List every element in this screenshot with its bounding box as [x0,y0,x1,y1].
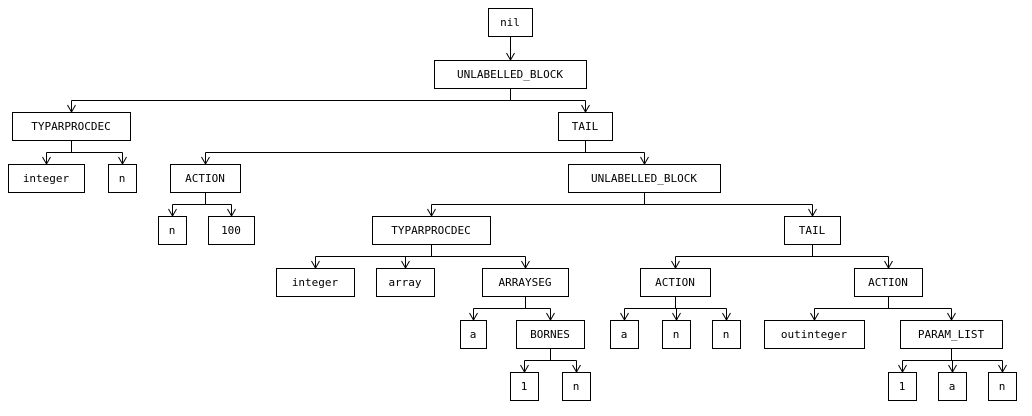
node-integer: integer [276,268,355,297]
node-label: 1 [521,380,528,393]
tree-edges [42,36,1007,374]
node-box [170,164,241,193]
node-box [764,320,865,349]
node-box [482,268,569,297]
node-box [510,372,539,401]
node-box [988,372,1017,401]
node-label: n [573,380,580,393]
node-box [372,216,491,245]
node-label: integer [292,276,339,289]
node-label: a [621,328,628,341]
node-label: n [673,328,680,341]
node-box [640,268,711,297]
node-integer: integer [8,164,85,193]
node-n: n [562,372,591,401]
node-box [888,372,917,401]
node-box [900,320,1003,349]
node-box [784,216,841,245]
node-100: 100 [208,216,255,245]
node-typarprocdec: TYPARPROCDEC [12,112,131,141]
node-box [376,268,435,297]
node-box [558,112,613,141]
node-tail: TAIL [558,112,613,141]
node-arrayseg: ARRAYSEG [482,268,569,297]
node-box [434,60,587,89]
node-label: ACTION [655,276,695,289]
node-bornes: BORNES [516,320,585,349]
node-a: a [610,320,639,349]
node-box [460,320,487,349]
node-box [662,320,691,349]
node-n: n [158,216,187,245]
node-label: ARRAYSEG [499,276,552,289]
node-1: 1 [888,372,917,401]
node-unlabelled-block: UNLABELLED_BLOCK [434,60,587,89]
node-box [108,164,137,193]
node-typarprocdec: TYPARPROCDEC [372,216,491,245]
node-box [610,320,639,349]
node-nil: nil [488,8,533,37]
node-box [488,8,533,37]
node-n: n [988,372,1017,401]
node-param-list: PARAM_LIST [900,320,1003,349]
node-label: 1 [899,380,906,393]
node-label: TAIL [799,224,826,237]
node-label: n [169,224,176,237]
node-a: a [938,372,967,401]
node-a: a [460,320,487,349]
node-label: n [119,172,126,185]
node-box [712,320,741,349]
node-label: a [949,380,956,393]
node-box [568,164,721,193]
node-label: integer [23,172,70,185]
node-tail: TAIL [784,216,841,245]
node-n: n [662,320,691,349]
node-label: ACTION [185,172,225,185]
node-1: 1 [510,372,539,401]
node-action: ACTION [640,268,711,297]
node-array: array [376,268,435,297]
node-box [516,320,585,349]
node-label: n [999,380,1006,393]
node-box [276,268,355,297]
node-action: ACTION [854,268,923,297]
node-unlabelled-block: UNLABELLED_BLOCK [568,164,721,193]
node-label: nil [500,16,520,29]
node-label: array [388,276,421,289]
node-box [12,112,131,141]
node-label: ACTION [868,276,908,289]
node-action: ACTION [170,164,241,193]
node-label: BORNES [530,328,570,341]
node-label: UNLABELLED_BLOCK [591,172,697,185]
node-label: TAIL [572,120,599,133]
node-label: a [470,328,477,341]
node-label: TYPARPROCDEC [31,120,110,133]
node-label: outinteger [781,328,848,341]
node-label: PARAM_LIST [918,328,985,341]
node-box [158,216,187,245]
node-label: TYPARPROCDEC [391,224,470,237]
node-n: n [108,164,137,193]
node-n: n [712,320,741,349]
node-box [854,268,923,297]
node-box [938,372,967,401]
node-label: 100 [221,224,241,237]
node-label: UNLABELLED_BLOCK [457,68,563,81]
node-label: n [723,328,730,341]
node-box [562,372,591,401]
node-outinteger: outinteger [764,320,865,349]
node-box [8,164,85,193]
node-box [208,216,255,245]
